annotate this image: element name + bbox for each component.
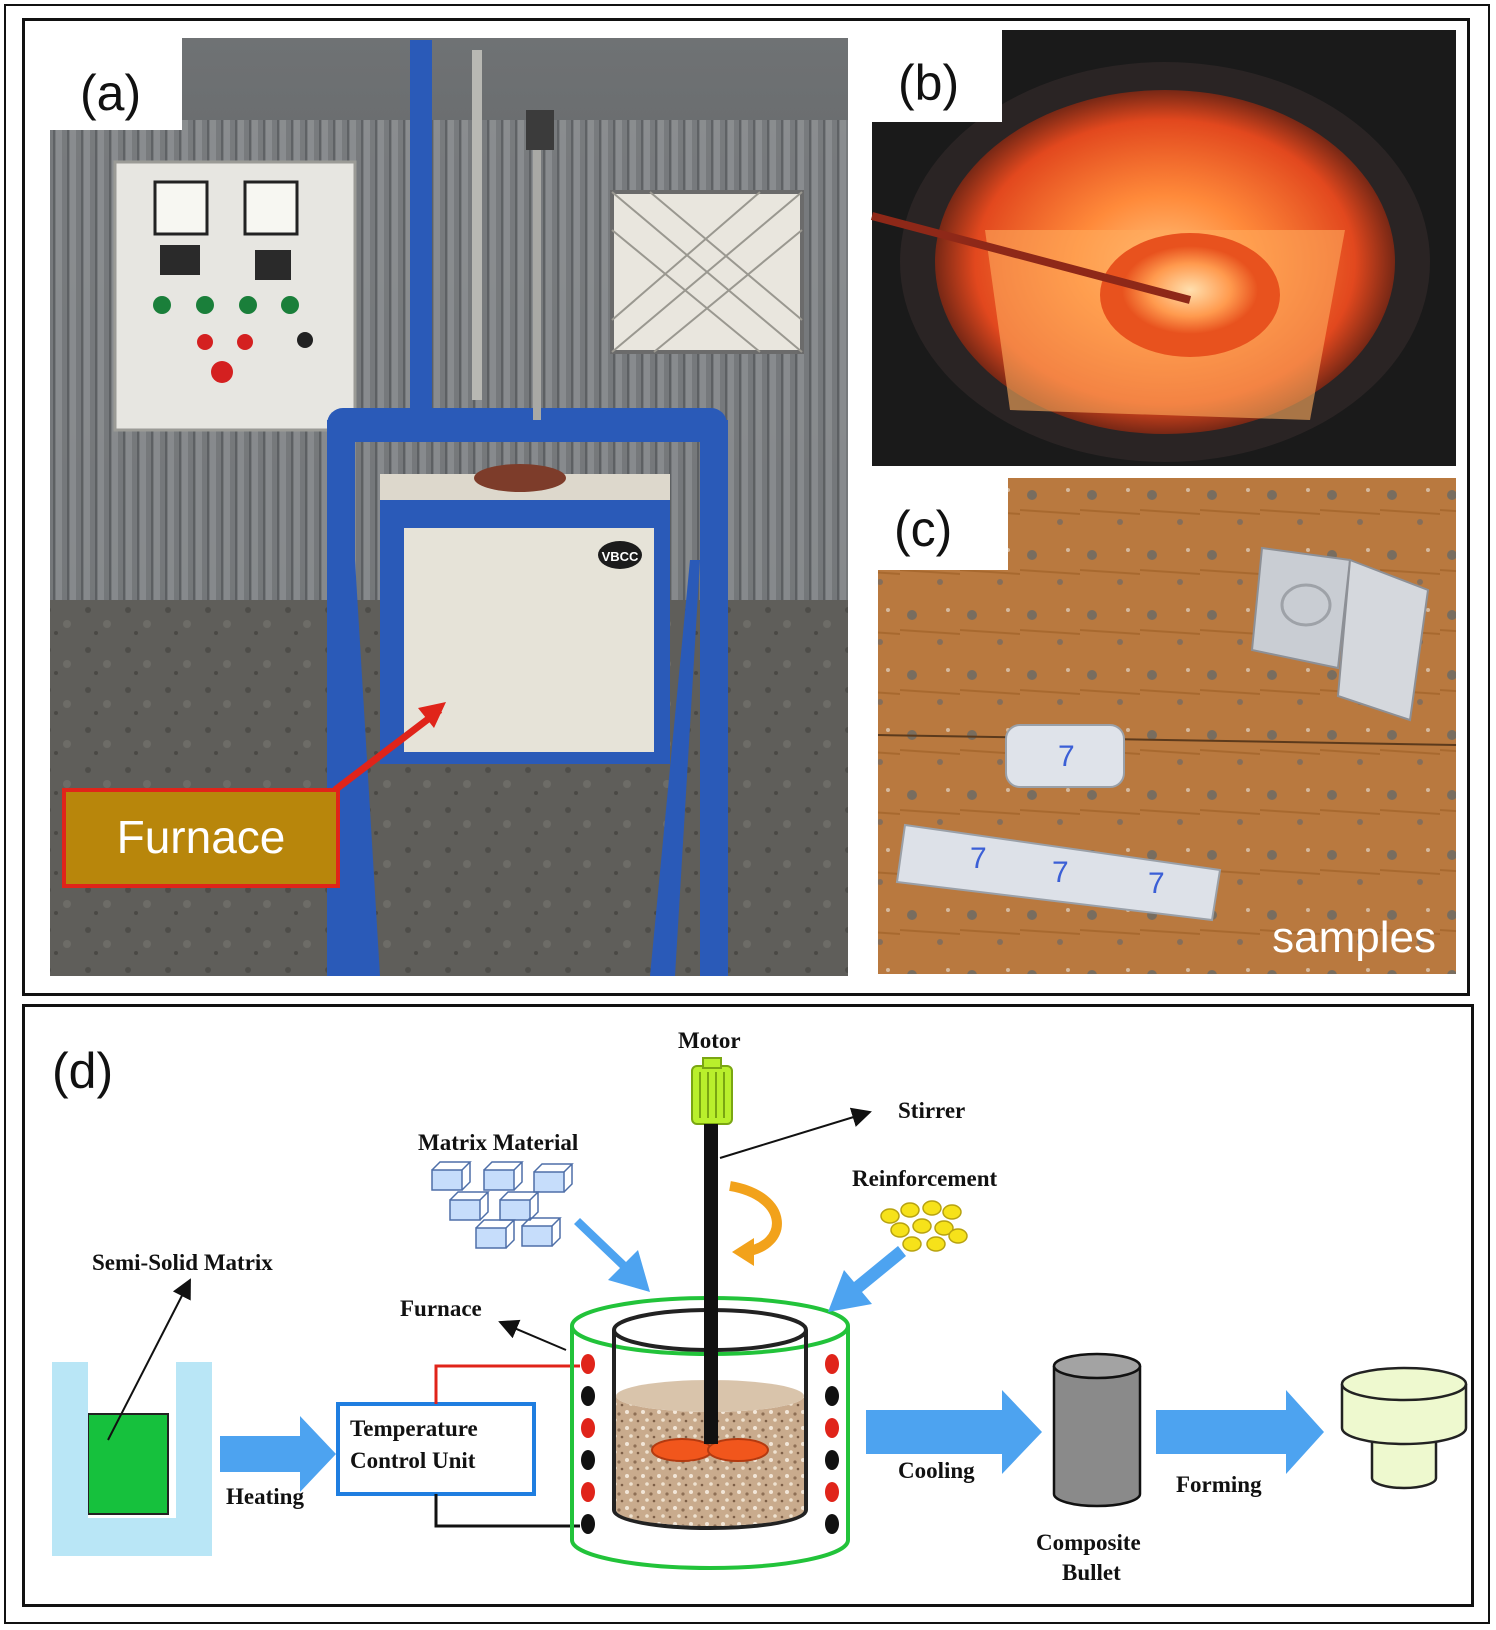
forming-arrow bbox=[1156, 1390, 1324, 1474]
long-rod-mark-2: 7 bbox=[1052, 856, 1069, 889]
furnace-callout-arrow bbox=[332, 707, 443, 793]
heating-elements bbox=[581, 1354, 839, 1534]
furnace-leader bbox=[498, 1319, 567, 1351]
stirrer-shaft-diagram bbox=[704, 1124, 718, 1444]
impeller-blade-right bbox=[707, 1438, 769, 1462]
motor-label: Motor bbox=[678, 1028, 741, 1053]
rotation-arrow bbox=[729, 1181, 782, 1257]
long-rod-mark-3: 7 bbox=[1148, 867, 1165, 900]
panel-d-tag: (d) bbox=[52, 1043, 113, 1099]
figure-border bbox=[4, 4, 1490, 1624]
photo-panels-frame bbox=[22, 18, 1470, 996]
short-rod-mark: 7 bbox=[1058, 740, 1075, 773]
motor bbox=[691, 1065, 733, 1125]
reinforcement-feed-arrow bbox=[828, 1246, 906, 1312]
black-wire bbox=[434, 1494, 580, 1528]
impeller-blade-left bbox=[651, 1438, 713, 1462]
stirrer-leader bbox=[719, 1107, 872, 1159]
heating-arrow bbox=[220, 1416, 336, 1492]
panel-c-tag: (c) bbox=[894, 501, 952, 557]
temp-unit-line-2: Control Unit bbox=[350, 1448, 476, 1473]
furnace-callout-label: Furnace bbox=[117, 811, 286, 863]
long-rod-sample bbox=[895, 823, 1222, 922]
matrix-melt bbox=[87, 1413, 169, 1515]
cooling-label: Cooling bbox=[898, 1458, 975, 1483]
reinforcement-particles bbox=[880, 1200, 968, 1252]
vbcc-logo-text: VBCC bbox=[602, 549, 639, 564]
temp-unit-line-1: Temperature bbox=[350, 1416, 478, 1441]
panel-c-photo: 7 7 7 7 (c) samples bbox=[877, 478, 1457, 974]
panel-b-tag: (b) bbox=[898, 55, 959, 111]
semi-solid-leader bbox=[107, 1278, 191, 1441]
diagram-panel-frame bbox=[22, 1004, 1474, 1607]
guide-rod bbox=[472, 50, 482, 400]
stirrer-motor bbox=[526, 110, 554, 150]
furnace-label: Furnace bbox=[400, 1296, 482, 1321]
bullet-label-line-1: Composite bbox=[1036, 1530, 1141, 1555]
formed-product bbox=[1340, 1366, 1468, 1490]
samples-caption: samples bbox=[1272, 913, 1436, 962]
vbcc-logo bbox=[598, 541, 642, 569]
heating-label: Heating bbox=[226, 1484, 304, 1509]
reinforcement-label: Reinforcement bbox=[852, 1166, 998, 1191]
stirrer-label: Stirrer bbox=[898, 1098, 965, 1123]
stir-casting-frame bbox=[327, 40, 728, 976]
panel-b-photo: (b) bbox=[870, 30, 1456, 466]
stirrer-shaft bbox=[533, 150, 541, 420]
composite-bullet bbox=[1052, 1352, 1142, 1508]
semi-solid-matrix-label: Semi-Solid Matrix bbox=[92, 1250, 273, 1275]
red-wire bbox=[434, 1364, 580, 1404]
panel-a-photo: VBCC (a) Furnace bbox=[50, 38, 848, 976]
stirring-rod bbox=[870, 212, 1192, 304]
square-sample-2 bbox=[1336, 558, 1430, 722]
forming-label: Forming bbox=[1176, 1472, 1262, 1497]
square-sample-1 bbox=[1250, 546, 1352, 670]
panel-a-tag: (a) bbox=[80, 65, 141, 121]
bullet-label-line-2: Bullet bbox=[1062, 1560, 1121, 1585]
furnace-callout-box bbox=[62, 788, 340, 888]
matrix-material-cubes bbox=[431, 1161, 574, 1249]
long-rod-mark-1: 7 bbox=[970, 842, 987, 875]
semi-solid-matrix-container bbox=[52, 1362, 212, 1556]
matrix-material-label: Matrix Material bbox=[418, 1130, 578, 1155]
short-rod-sample bbox=[1005, 724, 1125, 788]
matrix-feed-arrow bbox=[574, 1218, 650, 1292]
cooling-arrow bbox=[866, 1390, 1042, 1474]
control-panel-cabinet bbox=[113, 160, 357, 432]
